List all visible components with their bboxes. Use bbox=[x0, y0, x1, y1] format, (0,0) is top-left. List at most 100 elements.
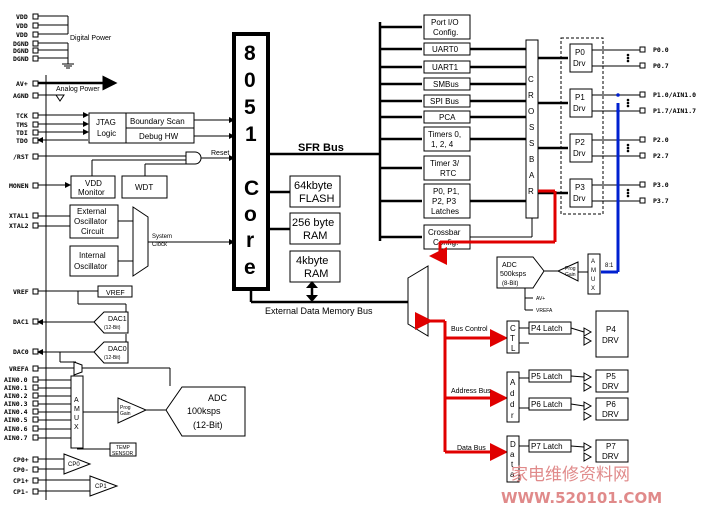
latches-label-1: P0, P1, bbox=[433, 187, 459, 196]
crossbar-b: B bbox=[529, 155, 534, 164]
ext-osc-label-2: Oscillator bbox=[74, 217, 108, 226]
crossbar-s1: S bbox=[529, 123, 534, 132]
p1-drv-label-1: P1 bbox=[575, 93, 585, 102]
data-a1: a bbox=[510, 450, 515, 459]
ram-label-1: 256 byte bbox=[292, 217, 334, 229]
wdt-box bbox=[121, 175, 168, 199]
pca-label: PCA bbox=[439, 113, 456, 122]
pin-vdd-3: VDD bbox=[16, 31, 28, 39]
ctl-c: C bbox=[510, 324, 516, 333]
prog-gain-right-1: Prog bbox=[565, 266, 576, 272]
crossbar-o: O bbox=[528, 107, 534, 116]
addr-box bbox=[506, 371, 520, 423]
temp-sensor-label-2: SENSOR bbox=[112, 451, 134, 457]
left-amux-u: U bbox=[74, 415, 79, 422]
p7-latch-label: P7 Latch bbox=[531, 442, 563, 451]
int-osc-label-2: Oscillator bbox=[74, 262, 108, 271]
ctl-l: L bbox=[511, 344, 516, 353]
p5-drv-box bbox=[595, 369, 629, 393]
right-amux-m: M bbox=[591, 268, 596, 274]
prog-gain-left bbox=[117, 397, 148, 424]
watermark: 家电维修资料网 WWW.520101.COM bbox=[501, 465, 662, 507]
pin-xtal1: XTAL1 bbox=[9, 212, 29, 220]
cp0-comparator bbox=[63, 453, 92, 475]
system-clock-label-2: Clock bbox=[152, 242, 168, 248]
prog-gain-left-1: Prog bbox=[120, 405, 131, 411]
latches-label-3: Latches bbox=[431, 207, 459, 216]
addr-a: A bbox=[510, 378, 516, 387]
core-char-o: o bbox=[244, 203, 257, 226]
pin-dac1: DAC1 bbox=[13, 318, 29, 326]
pin-p2-0: P2.0 bbox=[653, 136, 669, 144]
crossbar-links bbox=[470, 47, 533, 238]
p6-drv-box bbox=[595, 397, 629, 421]
prog-gain-left-2: Gain bbox=[120, 411, 131, 417]
dac1-shape bbox=[93, 311, 129, 334]
p2-drv-label-2: Drv bbox=[573, 149, 585, 158]
p1-drv-label-2: Drv bbox=[573, 104, 585, 113]
ain1-path bbox=[601, 93, 620, 274]
p2-drv-label-1: P2 bbox=[575, 138, 585, 147]
p7-drv-label-2: DRV bbox=[602, 452, 619, 461]
p5-latch-label: P5 Latch bbox=[531, 372, 563, 381]
avp-small-label: AV+ bbox=[536, 296, 545, 302]
right-amux-a: A bbox=[591, 259, 595, 265]
prog-gain-right-2: Gain bbox=[565, 272, 576, 278]
core-char-c: C bbox=[244, 177, 259, 200]
pin-p1-0: P1.0/AIN1.0 bbox=[653, 91, 696, 99]
port-io-label-2: Config. bbox=[433, 28, 458, 37]
eight-to-one-label: 8:1 bbox=[605, 263, 614, 269]
left-amux-a: A bbox=[74, 397, 79, 404]
pin-p3-0: P3.0 bbox=[653, 181, 669, 189]
pin-vdd-2: VDD bbox=[16, 22, 28, 30]
core-block: 8 0 5 1 C o r e bbox=[232, 32, 270, 291]
smbus-label: SMBus bbox=[433, 80, 459, 89]
ram-label-2: RAM bbox=[303, 230, 327, 242]
port-drivers: P0 Drv P1 Drv P2 Drv P3 Drv bbox=[538, 37, 640, 215]
p7-drv-label-1: P7 bbox=[606, 442, 616, 451]
adc-12bit-label-1: ADC bbox=[208, 393, 228, 403]
debug-hw-label: Debug HW bbox=[139, 132, 179, 141]
timer3-label-1: Timer 3/ bbox=[430, 159, 460, 168]
port-io-config-box bbox=[423, 14, 471, 40]
pin-ain0-3: AIN0.3 bbox=[4, 400, 28, 408]
pin-cp1-minus: CP1- bbox=[13, 488, 29, 496]
temp-sensor-label-1: TEMP bbox=[116, 445, 131, 451]
core-char-1: 1 bbox=[245, 123, 257, 146]
pin-dgnd-2: DGND bbox=[13, 47, 29, 55]
cp1-comparator bbox=[89, 475, 119, 497]
timers-label-1: Timers 0, bbox=[428, 130, 461, 139]
crossbar-box bbox=[525, 39, 539, 219]
jtag-label-1: JTAG bbox=[96, 118, 116, 127]
system-clock-label-1: System bbox=[152, 234, 172, 240]
left-amux-m: M bbox=[74, 406, 80, 413]
vref-label: VREF bbox=[106, 290, 125, 297]
vref-mux bbox=[73, 361, 83, 376]
adc-8bit-block: A M U X 8:1 Prog Gain ADC 500ksps (8-Bit… bbox=[496, 253, 614, 314]
pin-dgnd-3: DGND bbox=[13, 55, 29, 63]
crossbar-block: C R O S S B A R bbox=[525, 39, 539, 219]
left-amux-x: X bbox=[74, 424, 79, 431]
timers-label-2: 1, 2, 4 bbox=[431, 140, 454, 149]
pin-dac0: DAC0 bbox=[13, 348, 29, 356]
core-char-e: e bbox=[244, 256, 256, 279]
right-amux-x: X bbox=[591, 286, 595, 292]
pin-vrefa: VREFA bbox=[9, 365, 29, 373]
adc-8bit-label-2: 500ksps bbox=[500, 271, 527, 278]
data-t: t bbox=[511, 460, 514, 469]
addr-d1: d bbox=[510, 389, 514, 398]
sfr-bus-label: SFR Bus bbox=[298, 142, 344, 154]
left-pin-markers bbox=[32, 13, 39, 495]
adc-12bit-label-2: 100ksps bbox=[187, 406, 221, 416]
dac0-name: DAC0 bbox=[108, 346, 127, 353]
ext-mem-bus-label: External Data Memory Bus bbox=[265, 306, 373, 316]
ram-box bbox=[289, 212, 341, 245]
xram-box bbox=[289, 250, 341, 283]
pin-tdo: TDO bbox=[16, 137, 28, 145]
dac0-bits: (12-Bit) bbox=[104, 355, 121, 361]
uart1-label: UART1 bbox=[432, 63, 459, 72]
data-d: D bbox=[510, 440, 516, 449]
sfr-bus: SFR Bus bbox=[268, 22, 422, 241]
pin-dgnd-1: DGND bbox=[13, 40, 29, 48]
pin-ain0-0: AIN0.0 bbox=[4, 376, 28, 384]
